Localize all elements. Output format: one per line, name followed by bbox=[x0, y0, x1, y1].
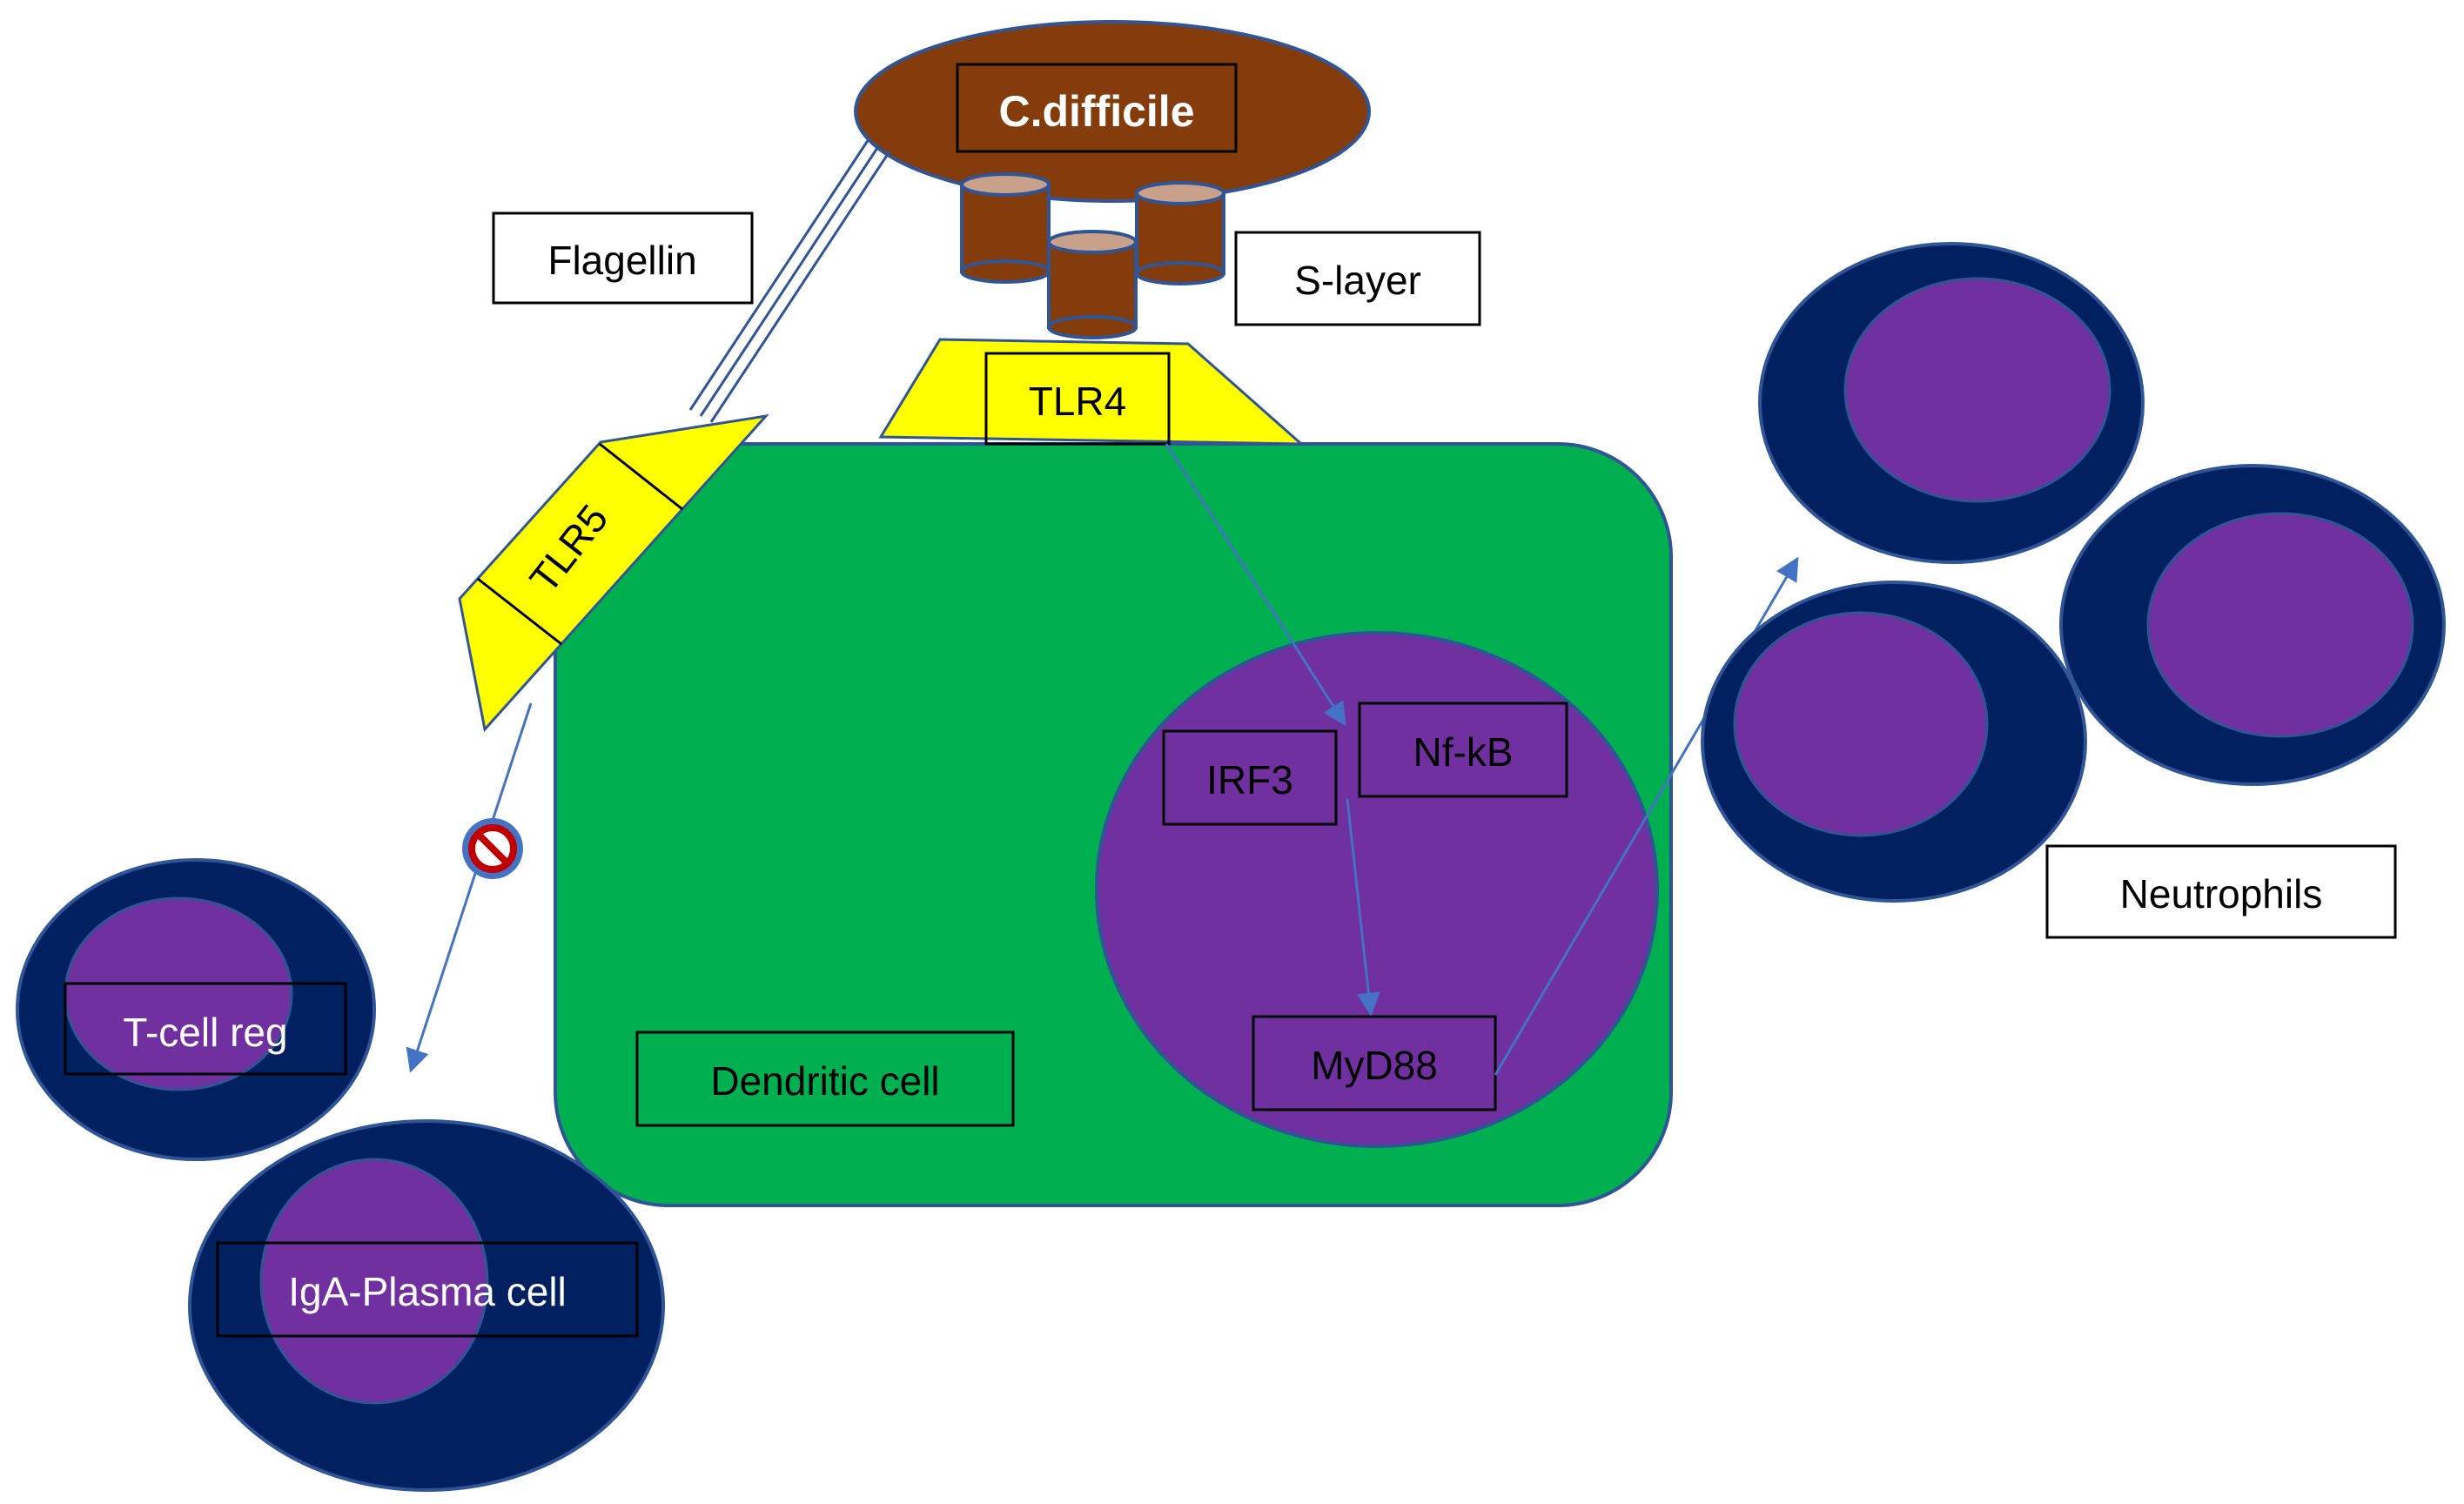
t-cell-reg-label-box bbox=[64, 982, 347, 1076]
c-difficile-label-box bbox=[956, 63, 1238, 153]
dendritic-cell-label-box bbox=[635, 1031, 1015, 1127]
dendritic-cell-label: Dendritic cell bbox=[710, 1058, 939, 1104]
c-difficile-cell bbox=[854, 20, 1371, 203]
neutrophil-left bbox=[1701, 581, 2087, 903]
s-layer-label-box bbox=[1234, 231, 1481, 326]
s-layer-label: S-layer bbox=[1294, 258, 1421, 303]
flagellin-label: Flagellin bbox=[547, 238, 696, 283]
t-cell-reg-label: T-cell reg bbox=[123, 1010, 287, 1055]
s-layer-cylinders bbox=[960, 172, 1225, 339]
iga-plasma-cell-label-box bbox=[216, 1241, 639, 1338]
neutrophil-right bbox=[2059, 464, 2446, 786]
s-layer-cylinder-right bbox=[1135, 181, 1225, 285]
tlr4-label-box bbox=[984, 352, 1171, 446]
flagellin-label-box bbox=[492, 212, 754, 305]
myd88-label: MyD88 bbox=[1311, 1043, 1438, 1088]
dendritic-cell-nucleus bbox=[1095, 631, 1659, 1148]
arrow-tlr5-to-lymphocytes bbox=[406, 702, 533, 1073]
c-difficile-label: C.difficile bbox=[998, 87, 1194, 136]
tlr5-receptor bbox=[458, 413, 769, 733]
iga-plasma-cell-label: IgA-Plasma cell bbox=[288, 1269, 567, 1314]
iga-plasma-cell: IgA-Plasma cell bbox=[188, 1119, 665, 1492]
s-layer-cylinder-left bbox=[960, 172, 1051, 284]
s-layer-cylinder-bottom bbox=[1047, 230, 1138, 339]
myd88-label-box bbox=[1252, 1015, 1497, 1111]
nfkb-label: Nf-kB bbox=[1413, 729, 1514, 775]
neutrophils-label: Neutrophils bbox=[2120, 871, 2323, 916]
tlr5-divider-top bbox=[599, 442, 683, 511]
neutrophil-top bbox=[1758, 242, 2145, 564]
flagellum bbox=[688, 138, 891, 423]
no-entry-icon bbox=[462, 818, 523, 879]
irf3-label-box bbox=[1162, 729, 1338, 826]
irf3-label: IRF3 bbox=[1206, 757, 1293, 802]
arrow-nfkb-to-myd88 bbox=[1346, 798, 1380, 1017]
tlr4-label: TLR4 bbox=[1029, 379, 1126, 424]
tlr5-divider-bottom bbox=[477, 577, 562, 646]
neutrophils-label-box bbox=[2045, 844, 2397, 939]
arrow-tlr4-to-nfkb bbox=[1165, 443, 1346, 727]
t-cell-reg: T-cell reg bbox=[16, 858, 376, 1161]
nfkb-label-box bbox=[1358, 702, 1568, 798]
